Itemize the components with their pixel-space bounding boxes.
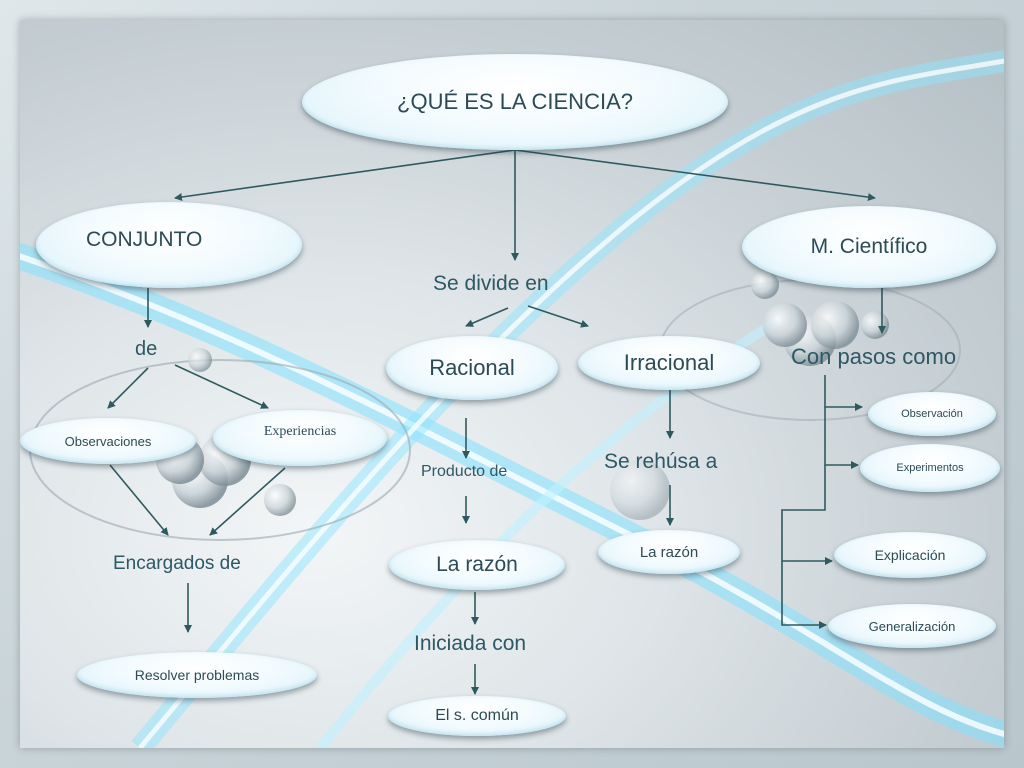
resolver-problemas-node: Resolver problemas xyxy=(77,652,317,698)
el-s-comun-node: El s. común xyxy=(388,696,566,736)
racional-node: Racional xyxy=(386,336,558,400)
observaciones-text: Observaciones xyxy=(64,433,152,449)
step-generalizacion-node: Generalización xyxy=(828,604,996,648)
step-observacion-node: Observación xyxy=(868,392,996,436)
racional-text: Racional xyxy=(429,355,515,380)
la-razon-racional-text: La razón xyxy=(436,553,518,576)
la-razon-irracional-node: La razón xyxy=(598,530,740,574)
producto-de-label: Producto de xyxy=(421,463,508,480)
step-experimentos-text: Experimentos xyxy=(896,462,964,474)
se-rehusa-label: Se rehúsa a xyxy=(604,450,718,473)
step-explicacion-text: Explicación xyxy=(874,547,946,563)
se-divide-label: Se divide en xyxy=(433,272,549,295)
title-node: ¿QUÉ ES LA CIENCIA? xyxy=(302,54,728,150)
irracional-text: Irracional xyxy=(623,350,715,375)
metodo-cientifico-node: M. Científico xyxy=(742,206,996,288)
de-label: de xyxy=(135,338,158,360)
resolver-problemas-text: Resolver problemas xyxy=(134,667,260,683)
encargados-label: Encargados de xyxy=(113,553,241,574)
step-explicacion-node: Explicación xyxy=(834,532,986,578)
title-text: ¿QUÉ ES LA CIENCIA? xyxy=(397,89,633,114)
irracional-node: Irracional xyxy=(578,336,760,390)
experiencias-text: Experiencias xyxy=(263,424,337,439)
step-generalizacion-text: Generalización xyxy=(868,618,956,634)
experiencias-node: Experiencias xyxy=(213,410,387,466)
step-observacion-text: Observación xyxy=(901,408,963,420)
con-pasos-label: Con pasos como xyxy=(791,344,957,369)
iniciada-con-label: Iniciada con xyxy=(414,632,527,655)
la-razon-irracional-text: La razón xyxy=(639,543,699,561)
observaciones-node: Observaciones xyxy=(20,418,196,464)
la-razon-racional-node: La razón xyxy=(389,540,565,590)
step-experimentos-node: Experimentos xyxy=(860,444,1000,492)
conjunto-node: CONJUNTO xyxy=(36,202,302,288)
slide: ¿QUÉ ES LA CIENCIA? CONJUNTO de Observac… xyxy=(20,20,1004,748)
el-s-comun-text: El s. común xyxy=(435,707,519,724)
metodo-cientifico-text: M. Científico xyxy=(810,235,928,258)
conjunto-text: CONJUNTO xyxy=(86,228,203,251)
